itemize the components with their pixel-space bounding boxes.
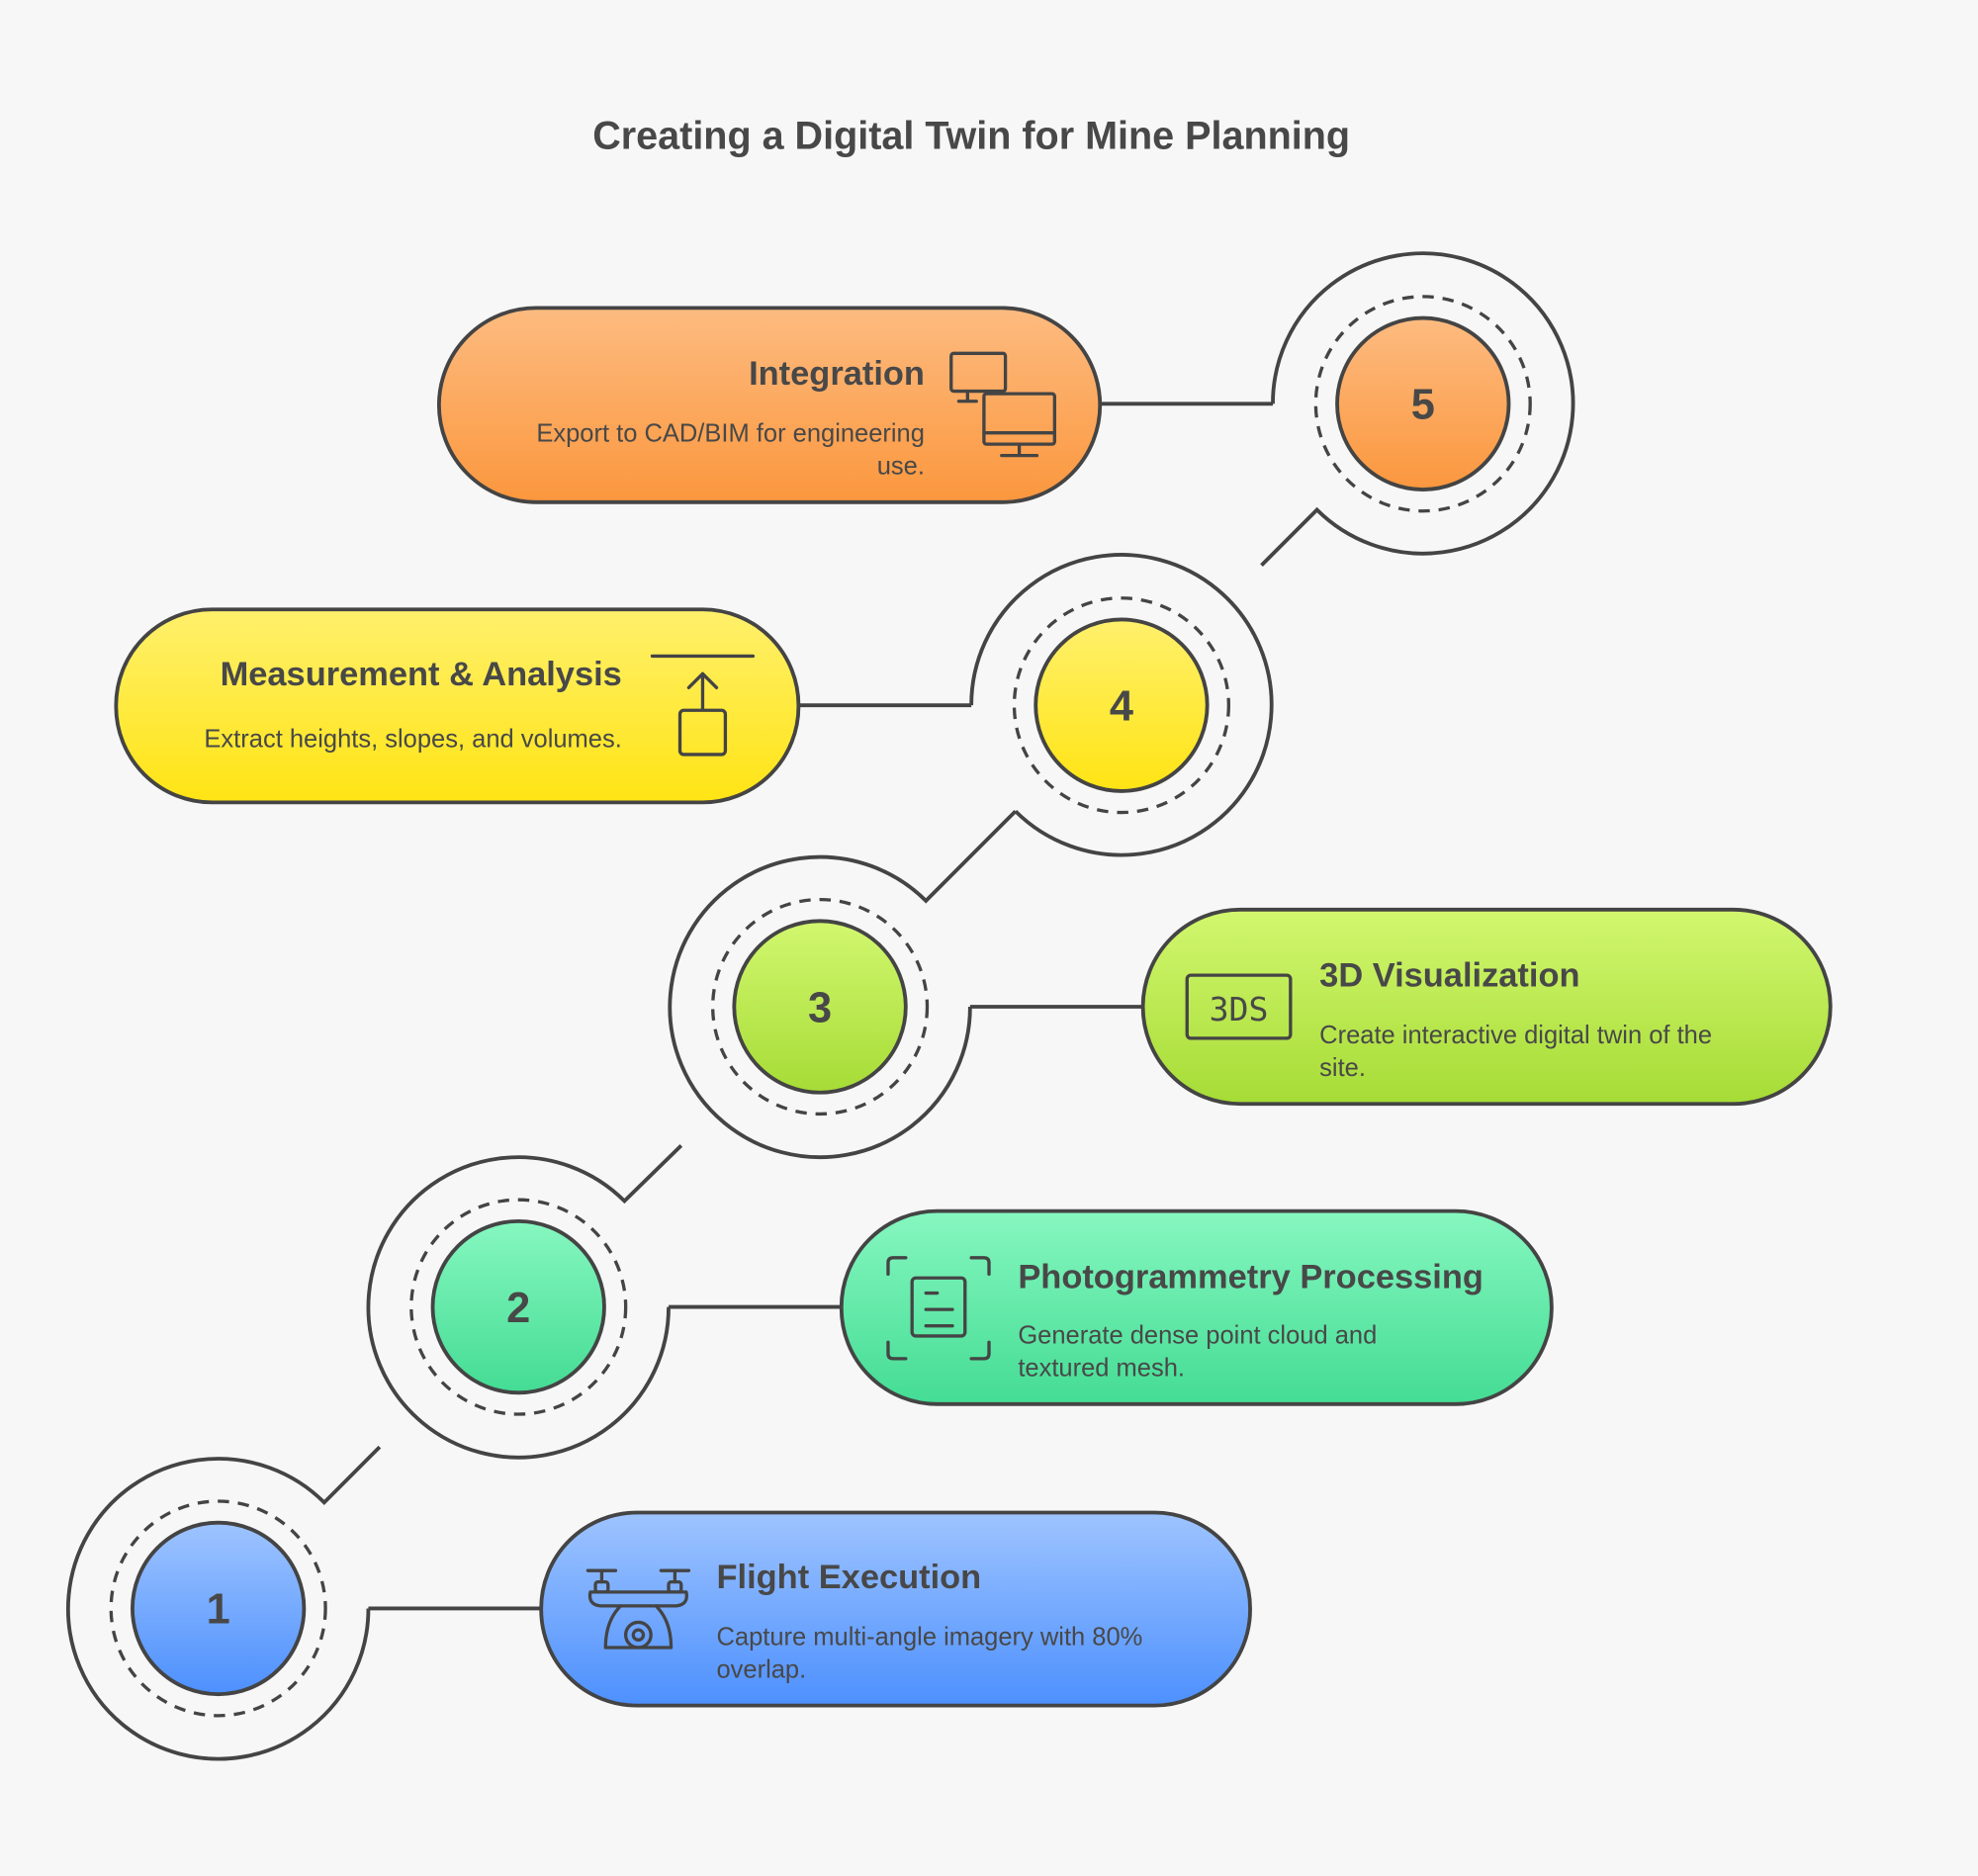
3ds-file-icon: 3DS	[1185, 973, 1293, 1040]
step-5-desc-line2: use.	[877, 453, 925, 481]
step-5-node: 5	[1313, 295, 1532, 513]
step-5-card: Integration Export to CAD/BIM for engine…	[436, 306, 1103, 504]
step-5-outer-arc	[1100, 251, 1575, 567]
step-5-desc-line1: Export to CAD/BIM for engineering	[536, 420, 925, 448]
3ds-icon-label: 3DS	[1210, 990, 1269, 1028]
height-measure-icon	[650, 654, 756, 757]
page-title: Creating a Digital Twin for Mine Plannin…	[592, 115, 1350, 158]
step-2-card: Photogrammetry Processing Generate dense…	[839, 1208, 1554, 1406]
step-1-title: Flight Execution	[716, 1559, 981, 1596]
step-1-node: 1	[109, 1499, 327, 1718]
step-4-outer-arc	[798, 553, 1274, 857]
connectors	[65, 251, 1575, 1761]
step-2-node: 2	[409, 1198, 628, 1416]
document-scan-icon	[886, 1256, 991, 1361]
step-2-desc-line1: Generate dense point cloud and	[1018, 1322, 1377, 1350]
step-4-title: Measurement & Analysis	[221, 656, 622, 693]
step-2-title: Photogrammetry Processing	[1018, 1258, 1484, 1295]
step-2-outer-arc	[366, 1143, 842, 1460]
step-3-desc-line2: site.	[1319, 1054, 1366, 1082]
step-3-number: 3	[808, 984, 832, 1031]
step-1-number: 1	[207, 1586, 230, 1634]
step-1-outer-arc	[65, 1445, 542, 1761]
step-1-desc-line1: Capture multi-angle imagery with 80%	[716, 1623, 1142, 1651]
step-1-desc-line2: overlap.	[716, 1656, 806, 1684]
step-2-number: 2	[506, 1285, 530, 1332]
step-5-number: 5	[1411, 382, 1435, 429]
step-2-desc-line2: textured mesh.	[1018, 1355, 1185, 1383]
step-3-title: 3D Visualization	[1319, 957, 1579, 995]
step-3-node: 3	[711, 897, 930, 1117]
monitors-icon	[949, 351, 1056, 458]
step-4-node: 4	[1012, 596, 1231, 815]
step-4-number: 4	[1110, 682, 1133, 730]
step-1-card: Flight Execution Capture multi-angle ima…	[539, 1510, 1252, 1708]
drone-icon	[585, 1568, 691, 1650]
step-3-card: 3D Visualization Create interactive digi…	[1140, 907, 1833, 1107]
step-3-desc-line1: Create interactive digital twin of the	[1319, 1022, 1712, 1049]
step-5-title: Integration	[749, 355, 925, 393]
step-4-desc-line1: Extract heights, slopes, and volumes.	[204, 725, 621, 753]
step-3-outer-arc	[668, 809, 1143, 1160]
step-4-card: Measurement & Analysis Extract heights, …	[114, 607, 801, 805]
